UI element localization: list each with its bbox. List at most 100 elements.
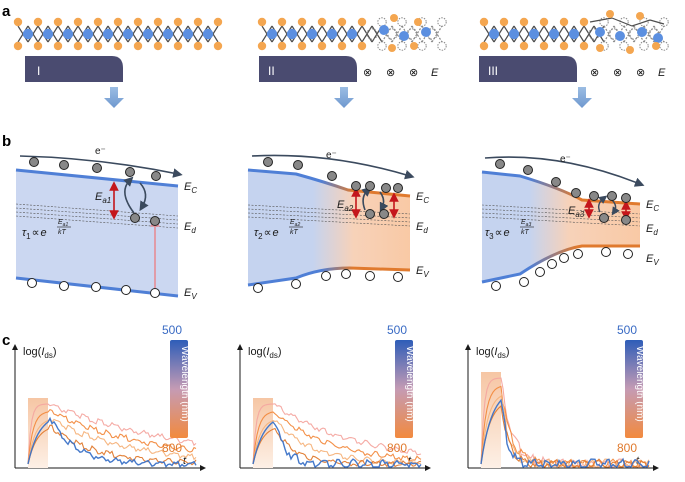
colorbar-top-label: 500 [387,323,407,337]
atom-orange [113,17,123,27]
y-axis-label-part: log( [476,346,495,358]
atom-blue [421,27,431,37]
y-axis-label-part: ds [269,351,277,360]
y-axis-label: log(Ids) [23,346,57,360]
atom-orange [257,41,267,51]
y-axis-label-part: I [266,346,269,358]
atom-blue [142,28,154,40]
lattice [13,17,223,51]
atom-blue [528,28,540,40]
colorbar-bottom-label: 800 [162,441,182,455]
atom-orange [357,41,367,51]
photoresponse-curve [27,408,197,465]
bond [411,25,423,43]
field-symbol: ⊗ [636,67,645,79]
atom-orange-dashed [619,17,629,27]
atom-blue [182,28,194,40]
atom-orange [173,17,183,27]
y-axis-label-part: I [41,346,44,358]
atom-orange-dashed [437,17,447,27]
atom-orange-dashed [437,41,447,51]
atom-blue [637,27,647,37]
atom-blue [615,31,625,41]
photoresponse-curve [27,424,197,466]
tau-label: τ2∝e [254,227,279,241]
y-axis-label: log(Ids) [248,346,282,360]
bond [391,25,403,43]
atom-orange [33,17,43,27]
atom-orange-dashed [659,41,669,51]
tau-exponent-denominator: kT [58,229,67,236]
atom-blue-dashed [366,28,378,40]
y-axis-label-part: ) [53,346,57,358]
y-axis-label-part: ) [278,346,282,358]
atom-blue [62,28,74,40]
device-label-I: I [37,64,40,78]
field-symbol: ⊗ [590,67,599,79]
atom-blue-dashed [426,28,438,40]
y-axis-label-part: log( [23,346,42,358]
ed-label: Ed [646,223,658,237]
colorbar-title: Wavelength (nm) [634,346,645,422]
atom-orange-dashed [619,41,629,51]
atom-orange-dashed [377,41,387,51]
photoresponse-curve [252,421,422,469]
photoresponse-curve [480,398,650,469]
atom-orange [390,14,398,22]
panel-label-b: b [2,133,11,150]
photoresponse-curve [252,411,422,465]
y-axis-label: log(Ids) [476,346,510,360]
lattice-distortion [589,10,665,54]
tau-exponent-denominator: kT [290,229,299,236]
ed-label: Ed [184,221,196,235]
band-diagram-3: e⁻ Ea3 τ3∝e Ea3 kT EC Ed EV [481,154,659,291]
bond [589,17,613,23]
atom-orange [337,17,347,27]
atom-blue [346,28,358,40]
y-axis-label-part: ds [44,351,52,360]
gate-III: III [479,56,577,82]
atom-orange [113,41,123,51]
bond [431,25,443,43]
ec-label: EC [416,191,429,205]
atom-orange-dashed [417,17,427,27]
ec-label: EC [184,181,197,195]
atom-orange [337,41,347,51]
atom-orange-dashed [377,17,387,27]
atom-orange [499,41,509,51]
bond [649,19,665,25]
atom-blue [488,28,500,40]
atom-orange [213,17,223,27]
atom-orange [297,41,307,51]
atom-orange [13,41,23,51]
activation-label: Ea3 [568,205,585,219]
field-symbol: ⊗ [409,67,418,79]
atom-orange [93,41,103,51]
atom-orange [410,42,418,50]
tau-label: τ3∝e [485,227,510,241]
atom-orange [606,10,614,18]
atom-orange [539,17,549,27]
atom-orange-dashed [599,17,609,27]
atom-orange [317,17,327,27]
colorbar-gradient [625,340,643,438]
atom-orange-dashed [639,17,649,27]
atom-orange [277,17,287,27]
lattice [257,17,447,51]
down-arrows [104,87,592,108]
atom-blue [286,28,298,40]
electron-label: e⁻ [560,154,571,165]
bond [631,19,651,27]
tau-exponent-denominator: kT [521,229,530,236]
colorbar-bottom-label: 800 [387,441,407,455]
ev-label: EV [184,287,197,301]
atom-orange [317,41,327,51]
activation-label: Ea1 [95,191,111,205]
colorbar-top-label: 500 [162,323,182,337]
activation-label: Ea2 [337,199,354,213]
device-label-II: II [268,64,275,78]
